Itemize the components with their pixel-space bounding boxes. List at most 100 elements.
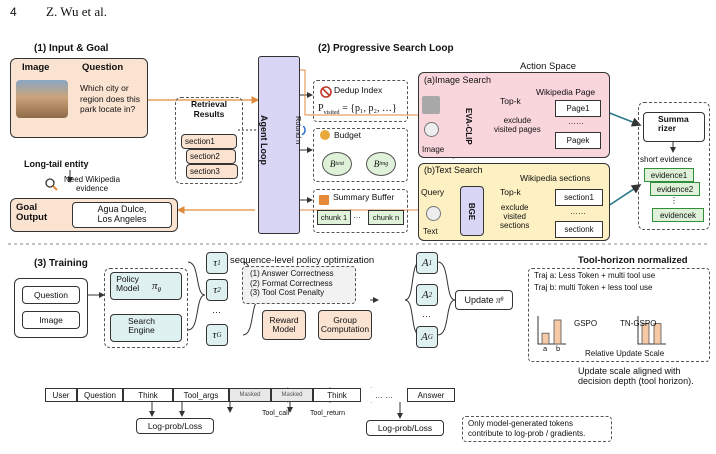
page-number: 4 (10, 5, 17, 19)
image-search-title: (a)Image Search (424, 75, 492, 85)
search-loop-title: (2) Progressive Search Loop (318, 43, 454, 54)
dedup-formula: Pvisited = {p₁, p₂, …} (318, 103, 397, 116)
agent-loop-bar (258, 56, 300, 234)
traj-b-text: Traj b: multi Token + less tool use (534, 283, 653, 292)
search-engine-box (110, 314, 182, 342)
question-label: Question (82, 62, 124, 73)
eva-clip-label: EVA-CLIP (464, 108, 473, 145)
training-title: (3) Training (34, 258, 88, 269)
text-section1-box: section1 (555, 189, 603, 206)
adv-ellipsis: … (422, 309, 431, 319)
budget-box (313, 128, 408, 182)
page1-box: Page1 (555, 100, 601, 117)
wikipedia-logo-icon (424, 122, 439, 137)
section1-chip: section1 (181, 134, 237, 149)
image-thumb-icon (422, 96, 440, 114)
evidencek-box: evidencek (652, 208, 704, 222)
bar-gspo-b (553, 319, 562, 345)
park-photo (16, 80, 68, 118)
tool-horizon-bars (537, 316, 666, 345)
topk-label-text: Top-k (500, 187, 521, 197)
agent-loop-label: Agent Loop (259, 115, 269, 165)
token-4: Masked (229, 388, 271, 402)
policy-pi: πθ (152, 280, 161, 295)
wikipedia-logo-icon-2 (426, 206, 441, 221)
wiki-sections-label: Wikipedia sections (520, 173, 591, 183)
tool-return-label: Tool_return (310, 410, 346, 417)
text-search-title: (b)Text Search (424, 165, 483, 175)
token-0: User (45, 388, 77, 402)
token-2: Think (123, 388, 173, 402)
logprob-box-1: Log-prob/Loss (136, 418, 214, 434)
chunk-1: chunk 1 (317, 210, 351, 225)
section3-chip: section3 (186, 164, 238, 179)
section-ellipsis: …… (570, 207, 586, 216)
input-goal-title: (1) Input & Goal (34, 43, 109, 54)
chunk-n: chunk n (368, 210, 404, 225)
gspo-label: GSPO (574, 319, 598, 328)
page-ellipsis: …… (568, 117, 584, 126)
goal-value: Agua Dulce,Los Angeles (72, 202, 172, 228)
pagek-box: Pagek (555, 132, 601, 149)
training-input-box (14, 278, 88, 338)
budget-title: Budget (334, 130, 361, 140)
dedup-title: Dedup Index (334, 85, 383, 95)
relative-update-label: Relative Update Scale (585, 349, 665, 358)
evidence1-box: evidence1 (644, 168, 694, 182)
training-question: Question (22, 286, 80, 304)
summarizer-box (643, 112, 705, 142)
running-head-authors: Z. Wu et al. (46, 4, 107, 19)
evidence-vdots: ⋮ (670, 196, 678, 205)
policy-region (104, 268, 188, 348)
token-5: Masked (271, 388, 313, 402)
gspo-bar-a-label: a (543, 344, 548, 353)
long-tail-label: Long-tail entity (24, 159, 89, 169)
training-image: Image (22, 311, 80, 329)
query-label: Query (421, 187, 445, 197)
bar-tn-gspo-a (641, 323, 650, 345)
logprob-box-2: Log-prob/Loss (366, 420, 444, 436)
criteria-box (242, 266, 356, 304)
token-7: … … (361, 388, 407, 402)
round-label: Round n (294, 116, 303, 145)
criteria-list: (1) Answer Correctness(2) Format Correct… (250, 269, 334, 298)
action-space-label: Action Space (520, 61, 576, 72)
chunk-ellipsis: … (353, 211, 361, 220)
section2-chip: section2 (186, 149, 236, 164)
tool-horizon-title: Tool-horizon normalized (578, 255, 688, 266)
tn-gspo-label: TN-GSPO (620, 319, 657, 328)
only-note-box (462, 416, 612, 442)
wiki-page-label: Wikipedia Page (536, 87, 596, 97)
dedup-box (313, 80, 408, 122)
bar-gspo-a (541, 332, 550, 345)
text-input-label: Text (423, 227, 438, 236)
token-6: Think (313, 388, 361, 402)
text-sectionk-box: sectionk (555, 221, 603, 238)
token-1: Question (77, 388, 123, 402)
token-8: Answer (407, 388, 455, 402)
token-3: Tool_args (173, 388, 229, 402)
summary-buffer-box (313, 189, 408, 233)
short-evidence-label: short evidence (640, 155, 693, 164)
traj-a-text: Traj a: Less Token + multi tool use (534, 271, 656, 280)
